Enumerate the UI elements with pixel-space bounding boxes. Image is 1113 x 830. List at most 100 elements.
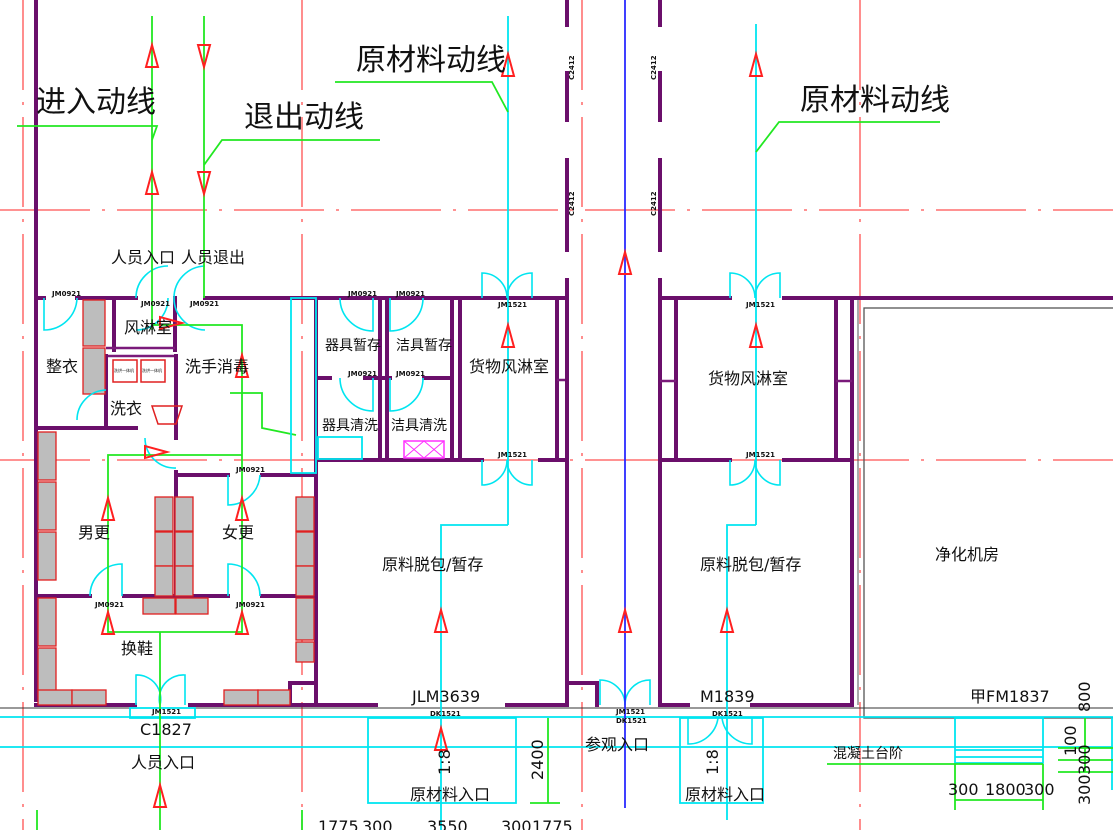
locker <box>71 689 107 706</box>
direction-arrow-icon <box>234 608 250 635</box>
direction-arrow-icon <box>100 494 116 521</box>
locker <box>37 431 57 481</box>
material-entry-left-label: 原材料入口 <box>410 785 490 804</box>
direction-arrow-icon <box>234 351 250 378</box>
personnel-entry-top-label: 人员入口 <box>111 248 175 267</box>
door-m1839-label: M1839 <box>700 687 755 706</box>
locker <box>82 299 106 347</box>
direction-arrow-icon <box>100 608 116 635</box>
slope-label-left: 1:8 <box>435 749 454 775</box>
window-tag: C2412 <box>568 191 576 216</box>
washer-units: 洗烘一体机 洗烘一体机 <box>112 297 445 474</box>
dim-bottom: 300 <box>501 817 532 830</box>
material-flow-label-right: 原材料动线 <box>800 83 950 118</box>
locker <box>37 481 57 531</box>
direction-arrow-icon <box>152 781 168 808</box>
dim-step-height: 100 <box>1061 725 1080 756</box>
dim-step-height: 800 <box>1075 681 1094 712</box>
room-laundry: 洗衣 <box>110 399 142 418</box>
direction-arrow-icon <box>433 724 449 751</box>
dim-step-height: 300 <box>1075 744 1094 775</box>
door-tag: JM1521 <box>615 708 645 716</box>
direction-arrow-icon <box>748 321 764 348</box>
dim-bottom: 3550 <box>427 817 468 830</box>
room-tool-cleaning: 器具清洗 <box>322 418 378 434</box>
direction-arrow-icon <box>500 321 516 348</box>
room-cleaning-tool-storage: 洁具暂存 <box>396 338 452 354</box>
room-purification: 净化机房 <box>935 545 999 564</box>
material-entry-right-label: 原材料入口 <box>685 785 765 804</box>
direction-arrow-icon <box>719 606 735 633</box>
direction-arrow-icon <box>617 248 633 275</box>
door-tag: JM1521 <box>497 451 527 459</box>
dim-step-width: 300 <box>948 780 979 799</box>
door-tag: DK1521 <box>616 717 647 725</box>
door-tag: JM0921 <box>347 290 377 298</box>
room-cleaning-tool-wash: 洁具清洗 <box>391 418 447 434</box>
direction-arrow-icon <box>196 44 212 71</box>
door-jlm3639-label: JLM3639 <box>411 687 480 706</box>
window-tag: C2412 <box>650 55 658 80</box>
locker <box>295 496 315 532</box>
direction-arrow-icon <box>144 168 160 195</box>
exit-flow-label: 退出动线 <box>244 100 364 135</box>
door-tag: JM1521 <box>745 301 775 309</box>
direction-arrow-icon <box>196 171 212 198</box>
dim-step-width: 300 <box>1024 780 1055 799</box>
dim-step-height: 300 <box>1075 774 1094 805</box>
door-tag: JM0921 <box>189 300 219 308</box>
entry-flow-label: 进入动线 <box>36 85 156 120</box>
direction-arrow-icon <box>748 50 764 77</box>
slope-label-right: 1:8 <box>703 749 722 775</box>
dim-ramp-length: 2400 <box>528 739 547 780</box>
locker <box>295 531 315 567</box>
locker <box>154 531 174 567</box>
door-tag: JM0921 <box>235 601 265 609</box>
door-tag: JM0921 <box>140 300 170 308</box>
lockers <box>37 299 315 706</box>
room-mens-change: 男更 <box>78 523 110 542</box>
direction-arrow-icon <box>433 606 449 633</box>
locker <box>154 565 174 597</box>
room-womens-change: 女更 <box>222 523 254 542</box>
washer-label: 洗烘一体机 <box>114 367 134 373</box>
labels: 进入动线 退出动线 原材料动线 原材料动线 人员入口 人员退出 风淋室 整衣 洗… <box>36 43 1094 830</box>
locker <box>295 641 315 663</box>
door-tag: JM0921 <box>395 290 425 298</box>
direction-arrow-icon <box>500 50 516 77</box>
locker <box>257 689 291 706</box>
room-shoe-change: 换鞋 <box>121 639 153 658</box>
room-cargo-air-shower-left: 货物风淋室 <box>469 357 549 376</box>
locker <box>142 597 176 615</box>
dim-step-width: 1800 <box>985 780 1026 799</box>
door-tag: JM1521 <box>151 708 181 716</box>
exterior-lines <box>0 707 1113 804</box>
room-clothes-arrange: 整衣 <box>46 357 78 376</box>
door-tag: JM1521 <box>745 451 775 459</box>
locker <box>295 597 315 641</box>
direction-arrow-icon <box>144 41 160 68</box>
door-tag: JM0921 <box>51 290 81 298</box>
concrete-steps-label: 混凝土台阶 <box>833 746 903 762</box>
direction-arrow-icon <box>144 444 171 460</box>
door-fm1837-label: 甲FM1837 <box>970 687 1050 706</box>
door-tag: JM0921 <box>347 370 377 378</box>
room-unpack-storage-right: 原料脱包/暂存 <box>700 555 801 574</box>
dim-bottom: 1775 <box>318 817 359 830</box>
dim-bottom: 300 <box>362 817 393 830</box>
door-tag: JM0921 <box>235 466 265 474</box>
dim-bottom: 1775 <box>532 817 573 830</box>
window-tag: C2412 <box>650 191 658 216</box>
room-tool-storage: 器具暂存 <box>325 338 381 354</box>
door-tag: DK1521 <box>712 710 743 718</box>
locker <box>223 689 259 706</box>
door-tag: JM0921 <box>395 370 425 378</box>
visitor-entry-label: 参观入口 <box>585 735 649 754</box>
dimension-lines <box>36 718 1113 830</box>
room-unpack-storage-left: 原料脱包/暂存 <box>382 555 483 574</box>
personnel-exit-top-label: 人员退出 <box>181 248 245 267</box>
room-cargo-air-shower-right: 货物风淋室 <box>708 369 788 388</box>
locker <box>174 565 194 597</box>
locker <box>82 347 106 395</box>
